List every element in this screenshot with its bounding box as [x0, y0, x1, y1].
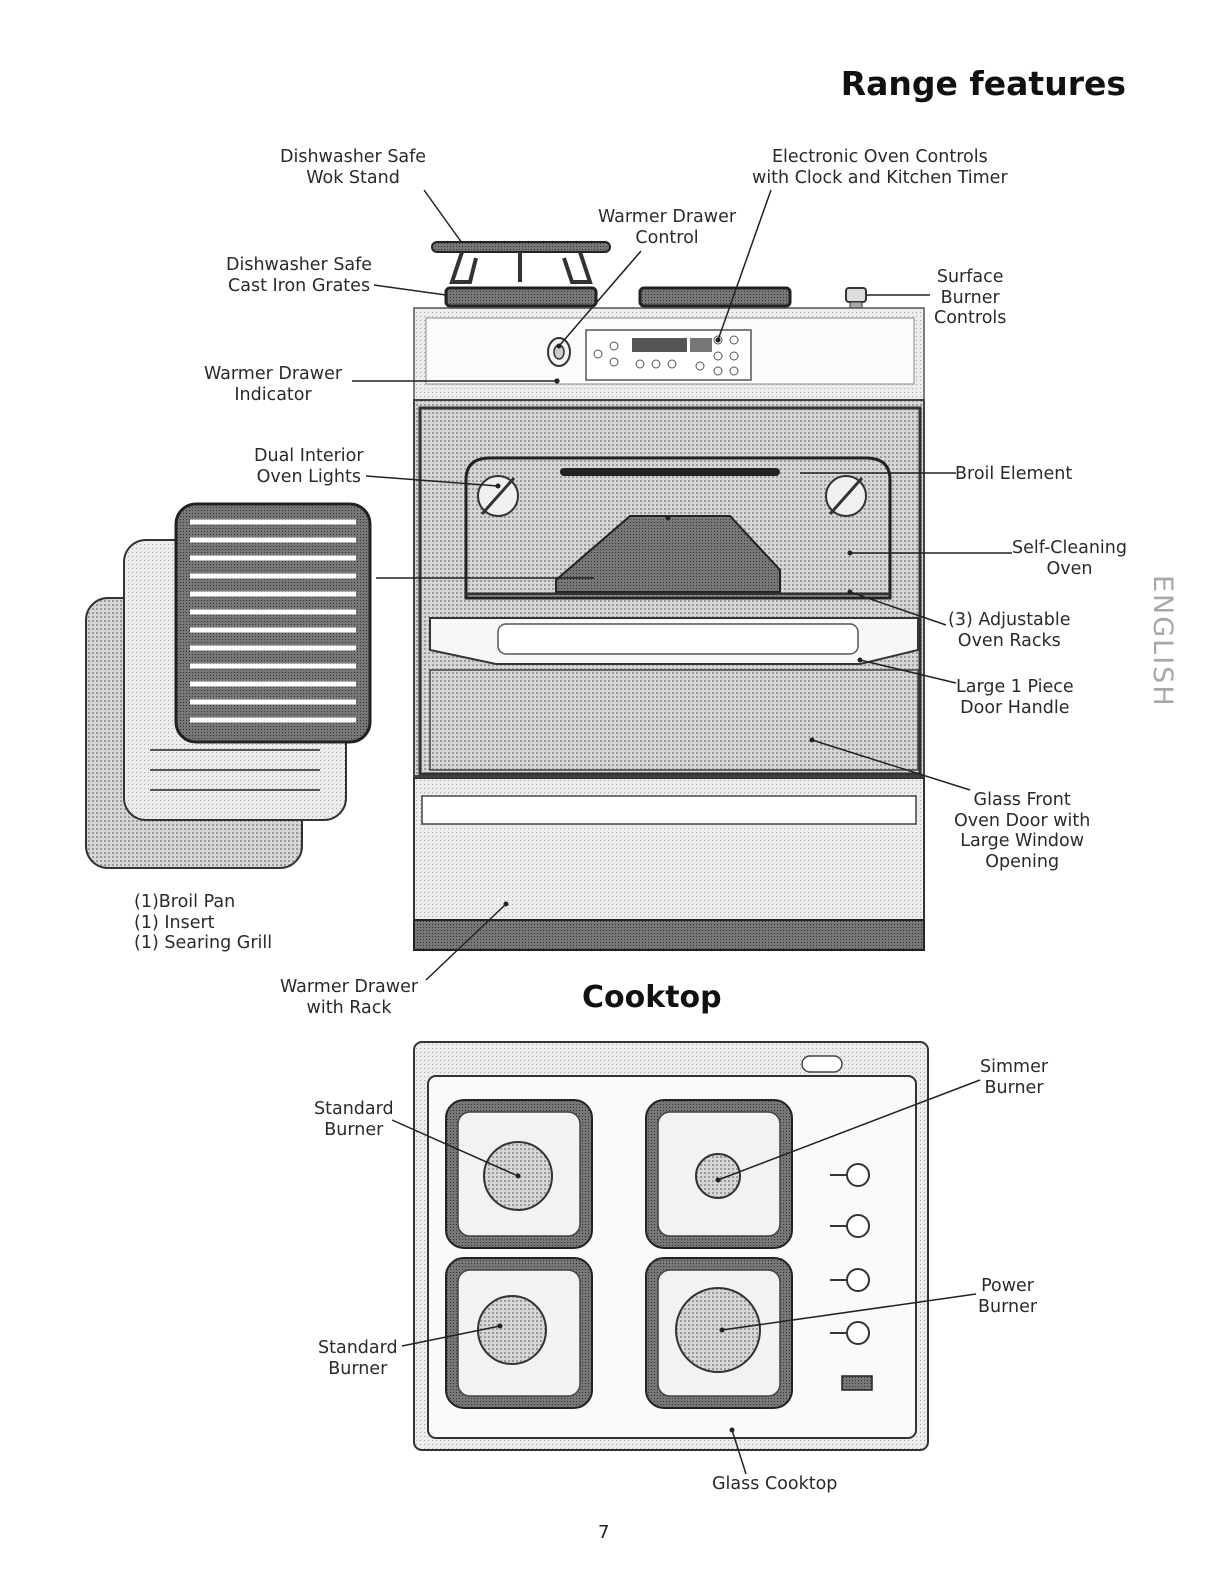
knob-2 — [846, 1214, 870, 1238]
broil-pan-in-oven — [555, 515, 781, 593]
oven-light-right — [825, 475, 867, 517]
simmer-burner — [695, 1153, 741, 1199]
page-number: 7 — [598, 1522, 610, 1543]
cooktop-leader-lines — [391, 1079, 981, 1475]
warmer-drawer-control-knob — [547, 337, 571, 367]
broil-element — [560, 468, 780, 476]
burner-grate-right-top — [645, 1099, 793, 1249]
range-body — [413, 241, 925, 951]
standard-burner-bottom — [477, 1295, 547, 1365]
left-grate — [444, 286, 598, 308]
right-grate — [638, 286, 792, 308]
cooktop — [413, 1041, 929, 1451]
burner-grate-left-bottom — [445, 1257, 593, 1409]
label-oven-lights: Dual Interior Oven Lights — [254, 446, 364, 487]
label-standard-burner-top: Standard Burner — [314, 1099, 394, 1140]
cooktop-badge — [801, 1055, 843, 1073]
label-power-burner: Power Burner — [978, 1276, 1038, 1317]
burner-grate-right-bottom — [645, 1257, 793, 1409]
oven-window — [429, 669, 919, 771]
power-burner — [675, 1287, 761, 1373]
cooktop-leader-dots — [497, 1173, 735, 1433]
label-warmer-control: Warmer Drawer Control — [598, 207, 737, 248]
language-tab: ENGLISH — [1147, 575, 1178, 708]
surface-burner-knob — [845, 287, 867, 309]
label-electronic-controls: Electronic Oven Controls with Clock and … — [752, 147, 1008, 188]
label-surface-controls: Surface Burner Controls — [934, 267, 1007, 328]
hot-surface-indicator — [841, 1375, 873, 1391]
label-warmer-indicator: Warmer Drawer Indicator — [204, 364, 343, 405]
label-broil-pan: (1)Broil Pan (1) Insert (1) Searing Gril… — [134, 892, 273, 953]
label-wok-stand: Dishwasher Safe Wok Stand — [280, 147, 427, 188]
knob-1 — [846, 1163, 870, 1187]
label-simmer-burner: Simmer Burner — [980, 1057, 1049, 1098]
electronic-control-panel — [585, 329, 752, 381]
label-grates: Dishwasher Safe Cast Iron Grates — [226, 255, 373, 296]
broil-insert-slots — [150, 749, 320, 791]
searing-grill-bars — [190, 519, 356, 723]
knob-3 — [846, 1268, 870, 1292]
label-door-handle: Large 1 Piece Door Handle — [956, 677, 1074, 718]
label-glass-cooktop: Glass Cooktop — [712, 1474, 838, 1494]
label-self-cleaning: Self-Cleaning Oven — [1012, 538, 1127, 579]
cooktop-knobs — [846, 1163, 870, 1345]
knob-4 — [846, 1321, 870, 1345]
label-glass-door: Glass Front Oven Door with Large Window … — [954, 790, 1091, 872]
broil-pan-set — [85, 502, 372, 869]
toe-kick — [413, 919, 925, 951]
label-warmer-drawer: Warmer Drawer with Rack — [280, 977, 419, 1018]
oven-light-left — [477, 475, 519, 517]
knob-indicators — [830, 1174, 846, 1334]
cooktop-title: Cooktop — [582, 980, 722, 1015]
range-leader-dots — [495, 337, 863, 907]
page-title: Range features — [840, 64, 1126, 103]
range-leader-lines — [352, 189, 1012, 981]
label-standard-burner-bottom: Standard Burner — [318, 1338, 398, 1379]
wok-stand — [431, 241, 611, 284]
label-racks: (3) Adjustable Oven Racks — [948, 610, 1071, 651]
label-broil-element: Broil Element — [955, 464, 1073, 484]
